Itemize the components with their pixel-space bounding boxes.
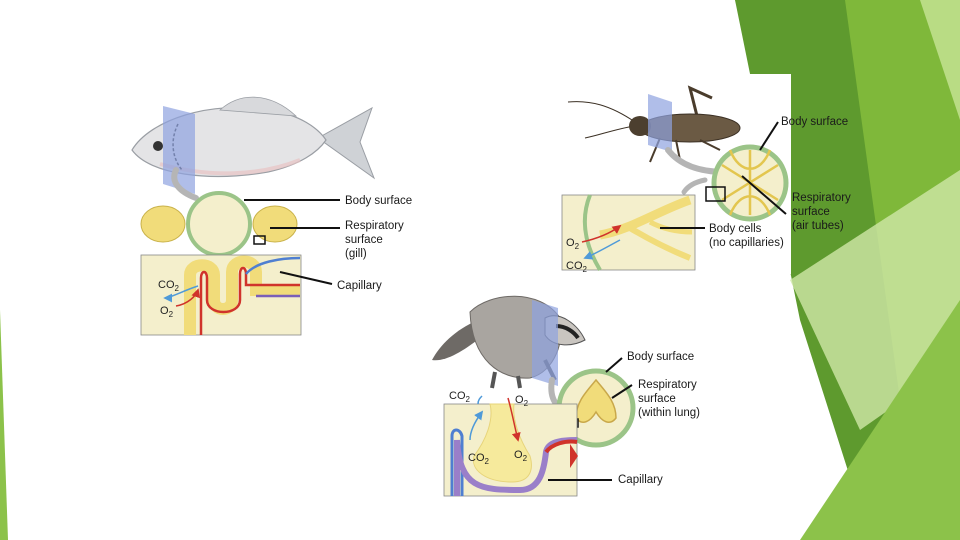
insect-tube-branch-1 [628, 225, 692, 261]
insect-co2-label: CO2 [566, 260, 588, 274]
insect-co2-arrow [583, 239, 621, 260]
fish-o2-label: O2 [160, 305, 174, 319]
mammal-respiratory-leader [611, 384, 633, 399]
mammal-section-plane [532, 300, 558, 386]
raccoon-illustration [432, 295, 586, 389]
green-wedge-bottom [800, 300, 960, 540]
insect-body-cells-label: Body cells (no capillaries) [709, 223, 784, 249]
insect-zoom-arrow-2 [681, 177, 708, 195]
mammal-body-surface-label: Body surface [627, 351, 694, 363]
insect-o2-label: O2 [566, 237, 580, 251]
raccoon-tail [432, 320, 480, 361]
mammal-o2-inner-label: O2 [514, 449, 528, 463]
insect-section-plane [648, 94, 672, 152]
mammal-purple-vessel [454, 437, 578, 496]
mammal-o2-arrow [507, 397, 521, 442]
gill-lamellae [184, 255, 300, 335]
mammal-capillary-label: Capillary [618, 474, 663, 486]
gill-filament-left [140, 205, 186, 243]
gill-filament-right [252, 205, 298, 243]
insect-o2-arrow [581, 224, 622, 243]
insect-panel: O2 CO2 Body surface Respiratory surface … [556, 74, 854, 274]
mammal-blue-vessel [450, 428, 464, 496]
mammal-o2-top-label: O2 [515, 394, 529, 408]
fish-gill-tissue: CO2 O2 [140, 254, 302, 336]
gill-red-vessel [199, 266, 300, 335]
mammal-co2-inner-arrow [469, 410, 484, 441]
mammal-body-surface-leader [605, 357, 623, 373]
mammal-lung-section [556, 368, 636, 448]
cricket-antenna-2 [584, 125, 635, 139]
mammal-respiratory-label: Respiratory surface (within lung) [638, 379, 700, 419]
insect-tissue: O2 CO2 [561, 194, 696, 274]
insect-tissue-wall [582, 194, 602, 272]
fish-co2-arrow [163, 285, 199, 303]
insect-respiratory-leader [741, 175, 787, 215]
gill-blue-vessel [245, 256, 301, 275]
mammal-panel: CO2 O2 CO2 O2 Body surface Respiratory s… [432, 295, 700, 497]
fish-o2-arrow [175, 288, 200, 307]
cricket-antenna-1 [567, 101, 636, 123]
fish-dorsal-fin [219, 96, 298, 117]
mammal-red-vessel [544, 439, 578, 454]
cricket-head [629, 116, 651, 136]
insect-body-surface-label: Body surface [781, 116, 848, 128]
fish-body-circle [186, 191, 252, 257]
fish-capillary-leader [279, 271, 333, 285]
insect-tube-branch-2 [648, 219, 693, 235]
mammal-co2-outer-arrow [477, 395, 483, 405]
fish-section-plane [163, 106, 195, 194]
mammal-co2-inner-label: CO2 [468, 452, 490, 466]
fish-zoom-box [253, 235, 266, 245]
insect-respiratory-label: Respiratory surface (air tubes) [792, 192, 854, 232]
mammal-red-marker [570, 444, 578, 468]
fish-zoom-arrow [171, 167, 199, 201]
fish-capillary-label: Capillary [337, 280, 382, 292]
fish-co2-label: CO2 [158, 279, 180, 293]
insect-body-surface-leader [759, 121, 779, 151]
fish-eye [153, 141, 163, 151]
fish-panel: CO2 O2 Body surface Respiratory surface … [131, 96, 412, 336]
fish-body-surface-label: Body surface [345, 195, 412, 207]
fish-tail [317, 106, 376, 180]
mammal-lung-shape [575, 378, 617, 423]
fish-respiratory-label: Respiratory surface (gill) [345, 220, 407, 260]
mammal-co2-top-label: CO2 [449, 390, 471, 404]
raccoon-mask [555, 324, 580, 340]
insect-zoom-box [705, 186, 726, 202]
fish-gill-section [140, 191, 298, 257]
green-sliver-left [0, 310, 8, 540]
